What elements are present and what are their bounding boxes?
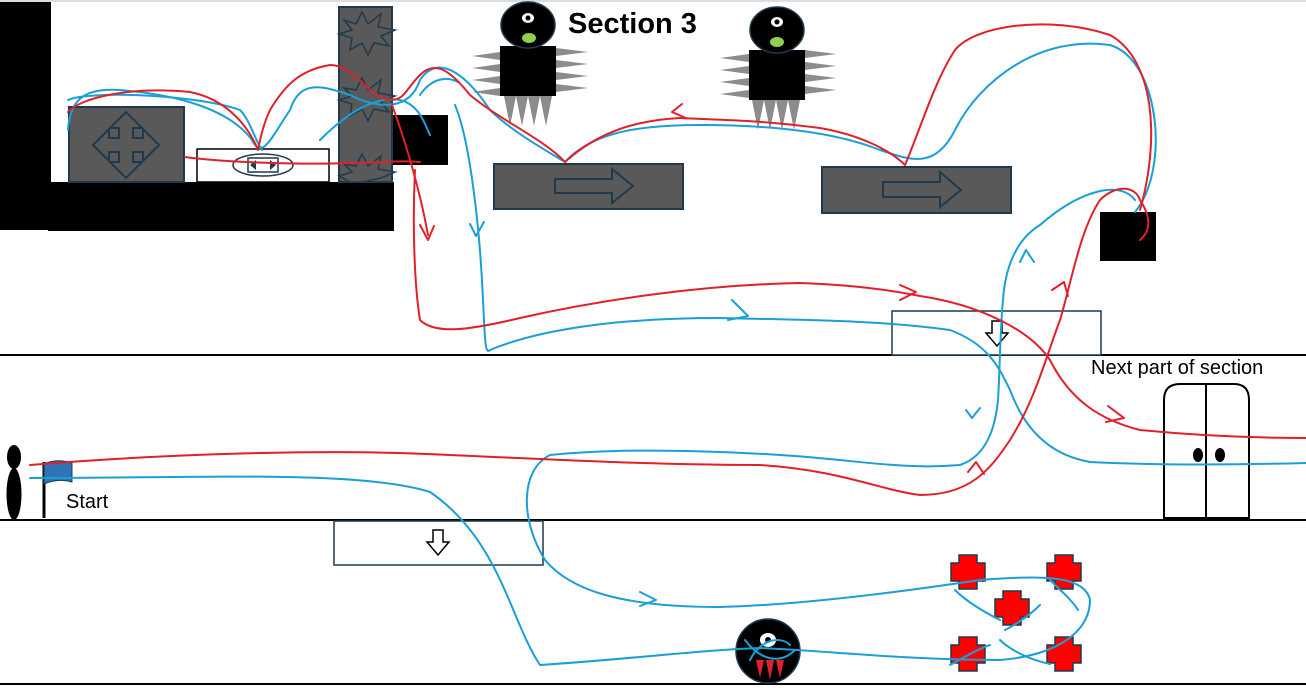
drop-platform-lower <box>333 520 544 566</box>
one-eyed-enemy-icon <box>749 6 805 54</box>
move-platform <box>68 106 185 183</box>
blue-path <box>29 42 1306 666</box>
right-platform-1 <box>493 163 684 210</box>
double-door-icon <box>1163 383 1250 519</box>
black-block-mid <box>392 115 448 165</box>
right-platform-2 <box>821 166 1012 214</box>
down-arrow-icon <box>425 529 451 557</box>
spiked-enemy-1 <box>472 1 588 126</box>
player-silhouette-icon <box>6 445 22 520</box>
four-way-arrow-icon <box>91 110 161 180</box>
spike-burst-icon <box>336 10 398 57</box>
next-part-label: Next part of section <box>1091 357 1264 379</box>
one-eyed-enemy-icon <box>500 1 556 49</box>
right-arrow-icon <box>882 169 963 210</box>
right-arrow-icon <box>554 166 635 206</box>
black-block-right <box>1100 212 1156 261</box>
left-wall <box>0 2 51 230</box>
red-path <box>29 23 1306 496</box>
start-label: Start <box>66 491 109 513</box>
round-enemy <box>735 618 801 684</box>
top-left-floor-block <box>48 182 394 231</box>
spike-burst-icon <box>337 152 398 183</box>
cloud-move-box <box>196 148 330 183</box>
spiked-enemy-2 <box>720 6 836 130</box>
section-title: Section 3 <box>568 8 697 40</box>
